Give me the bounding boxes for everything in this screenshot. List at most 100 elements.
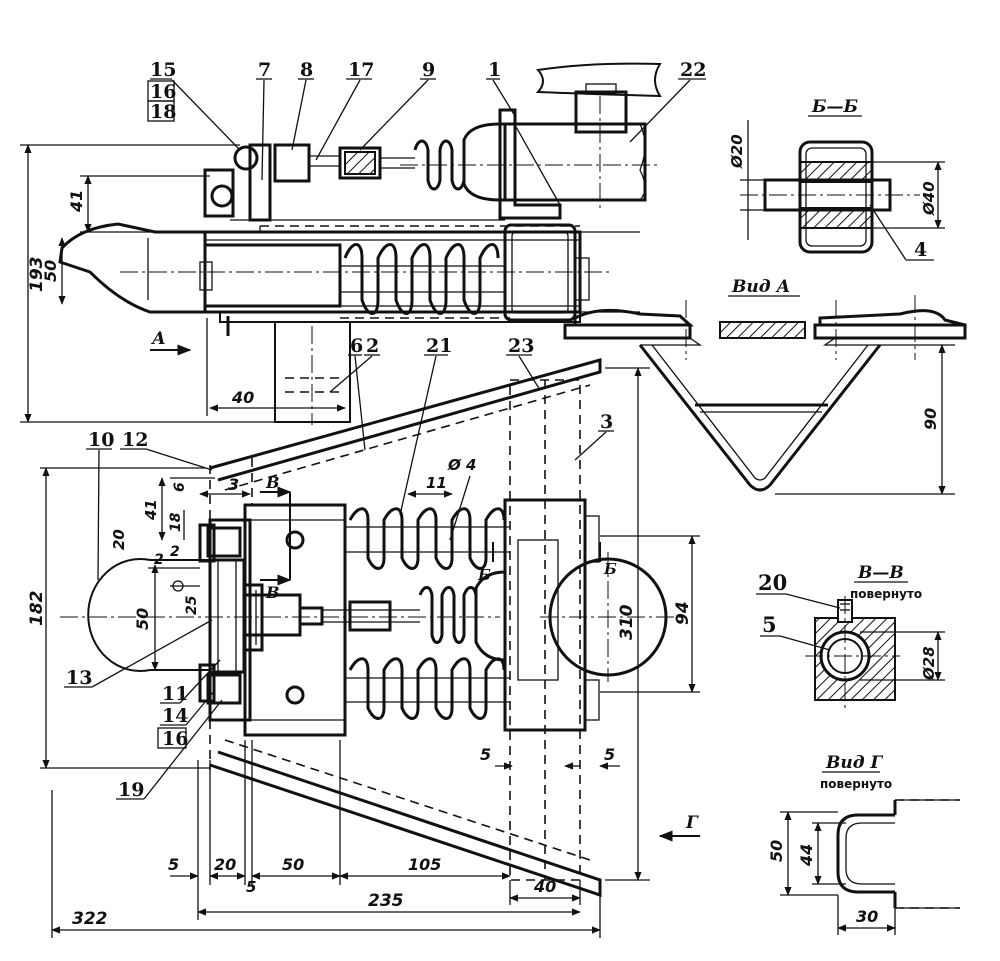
dimension-5a: 5 [480,745,580,770]
svg-text:40: 40 [231,388,254,407]
svg-text:4: 4 [914,239,927,261]
section-marker-v-bottom: В [260,574,292,602]
dimension-phi4: Ø 4 [447,456,476,541]
dimension-20-plan: 20 [110,529,128,550]
part-label-6: 6 [348,335,366,451]
svg-text:5: 5 [604,745,615,764]
svg-text:5: 5 [246,878,256,896]
svg-text:повернуто: повернуто [820,777,892,791]
svg-text:8: 8 [300,59,313,81]
dimension-41-plan: 41 [142,477,166,541]
svg-text:2: 2 [366,335,379,357]
dimension-193: 193 [20,144,280,423]
dimension-3: 3 [199,475,251,498]
svg-text:16: 16 [162,728,188,750]
part-label-12: 12 [120,429,213,471]
dimension-11: 11 [407,474,453,498]
svg-text:11: 11 [426,474,447,492]
svg-text:44: 44 [797,844,816,867]
part-label-10: 10 [86,429,114,581]
svg-text:1: 1 [488,59,501,81]
svg-text:182: 182 [27,591,47,627]
part-label-14: 14 [160,689,216,727]
dimension-40-post: 40 [206,318,346,416]
svg-text:22: 22 [680,59,706,81]
dimension-chain-bottom: 5 20 5 50 105 235 40 322 [51,740,601,938]
svg-text:А: А [150,329,166,349]
svg-text:16: 16 [150,81,176,103]
dimension-2b: 2 [170,544,180,560]
svg-text:50: 50 [133,608,152,630]
svg-text:3: 3 [600,411,613,433]
spring-lower [345,657,510,720]
dimension-6: 6 [170,477,215,492]
part-label-13: 13 [64,619,213,689]
spring-upper [345,507,510,570]
spring-side [340,243,505,315]
svg-text:18: 18 [168,512,184,532]
view-a: Вид А 90 [563,277,967,495]
svg-text:6: 6 [350,335,363,357]
svg-text:13: 13 [66,667,92,689]
svg-text:6: 6 [172,482,188,492]
part-label-16-top: 16 [147,80,176,103]
svg-text:Ø20: Ø20 [728,134,746,169]
dim-text: 193 [27,257,47,293]
svg-text:5: 5 [168,855,179,874]
svg-text:5: 5 [480,745,491,764]
svg-text:105: 105 [408,855,441,874]
svg-text:20: 20 [758,570,787,595]
dimension-50-top: 50 [41,237,66,305]
part-label-15: 15 [150,59,176,81]
svg-text:Б: Б [603,560,617,578]
svg-text:41: 41 [67,190,86,213]
svg-text:повернуто: повернуто [850,587,922,601]
svg-text:Ø 4: Ø 4 [447,456,476,474]
svg-text:50: 50 [767,840,786,862]
svg-text:Ø28: Ø28 [920,646,938,681]
dimension-5b: 5 [599,745,620,770]
svg-text:11: 11 [162,683,188,705]
svg-text:25: 25 [184,595,200,615]
svg-text:322: 322 [72,909,108,929]
svg-text:310: 310 [617,604,637,640]
svg-text:235: 235 [368,891,404,911]
svg-text:7: 7 [258,59,271,81]
svg-text:50: 50 [41,260,60,282]
part-label-18: 18 [147,79,241,151]
view-arrow-a: А [150,329,192,356]
svg-text:10: 10 [88,429,114,451]
svg-text:30: 30 [856,907,878,926]
part-label-1: 1 [486,59,516,117]
svg-text:Г: Г [685,813,699,833]
section-marker-v-top: В [260,473,292,580]
svg-text:19: 19 [118,779,144,801]
svg-text:В: В [265,473,280,492]
svg-text:41: 41 [142,499,160,521]
svg-text:2: 2 [170,544,180,560]
svg-text:14: 14 [162,705,188,727]
side-elevation-view [58,62,662,425]
svg-text:Вид А: Вид А [731,277,790,297]
svg-text:21: 21 [426,335,452,357]
svg-text:20: 20 [214,855,236,874]
svg-text:В: В [265,583,280,602]
svg-text:2: 2 [154,552,164,568]
svg-text:18: 18 [150,101,176,123]
part-label-22: 22 [629,59,706,143]
svg-text:Б—Б: Б—Б [811,97,859,117]
section-marker-be-left: Б [477,542,494,584]
svg-text:В—В: В—В [857,563,904,583]
part-label-23: 23 [506,335,541,391]
svg-text:40: 40 [533,877,556,896]
svg-text:17: 17 [348,59,374,81]
svg-text:23: 23 [508,335,534,357]
view-arrow-g: Г [658,813,700,842]
svg-text:Вид Г: Вид Г [825,753,883,773]
part-label-7: 7 [256,59,272,181]
svg-text:50: 50 [282,855,304,874]
dimension-25: 25 [170,580,200,615]
svg-text:94: 94 [673,601,693,625]
svg-text:15: 15 [150,59,176,81]
svg-text:20: 20 [110,529,128,550]
